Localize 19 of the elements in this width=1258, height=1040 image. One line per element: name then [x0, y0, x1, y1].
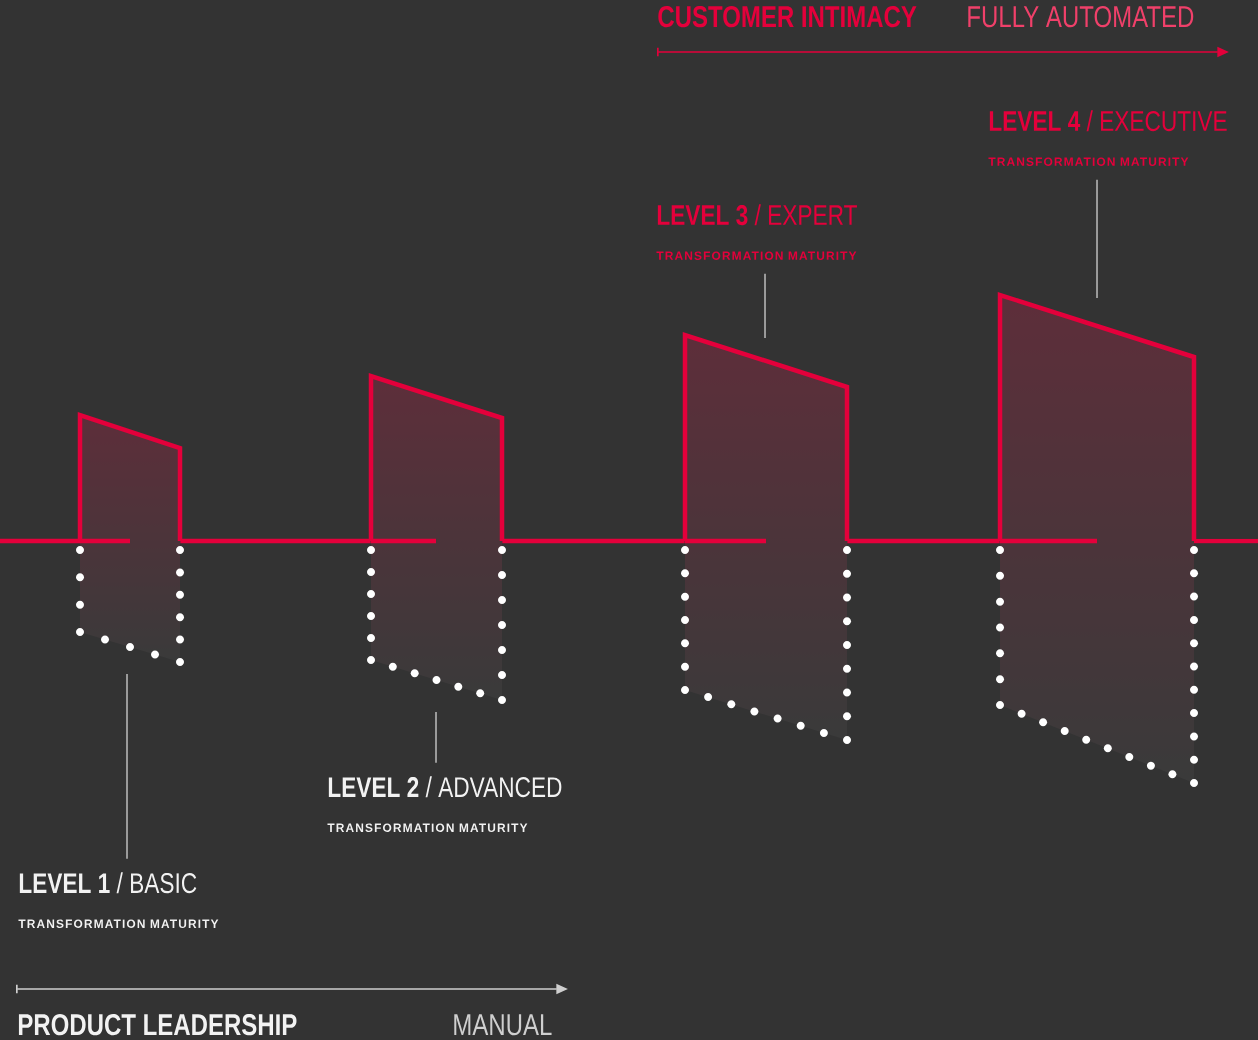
baseline	[180, 538, 371, 544]
leader-line	[764, 273, 766, 339]
baseline	[502, 538, 685, 544]
level-label: LEVEL 4 / EXECUTIVE TRANSFORMATION MATURITY	[988, 110, 1227, 166]
level-label: LEVEL 2 / ADVANCED TRANSFORMATION MATURITY	[327, 776, 562, 832]
axis-label: PRODUCT LEADERSHIP	[18, 1014, 297, 1036]
leader-line	[126, 673, 128, 860]
level-label: LEVEL 1 / BASIC TRANSFORMATION MATURITY	[18, 872, 219, 928]
bar-drawing	[76, 411, 184, 666]
bar-drawing	[367, 372, 506, 704]
axis-label: MANUAL	[454, 1014, 552, 1036]
leader-line	[1096, 179, 1098, 299]
bar-drawing	[681, 331, 851, 744]
level-label: LEVEL 3 / EXPERT TRANSFORMATION MATURITY	[656, 204, 857, 260]
axis-label: FULLY AUTOMATED	[968, 6, 1194, 28]
baseline	[847, 538, 1000, 544]
leader-line	[435, 711, 437, 764]
axis-label: CUSTOMER INTIMACY	[658, 6, 917, 28]
bar-drawing	[996, 291, 1198, 787]
